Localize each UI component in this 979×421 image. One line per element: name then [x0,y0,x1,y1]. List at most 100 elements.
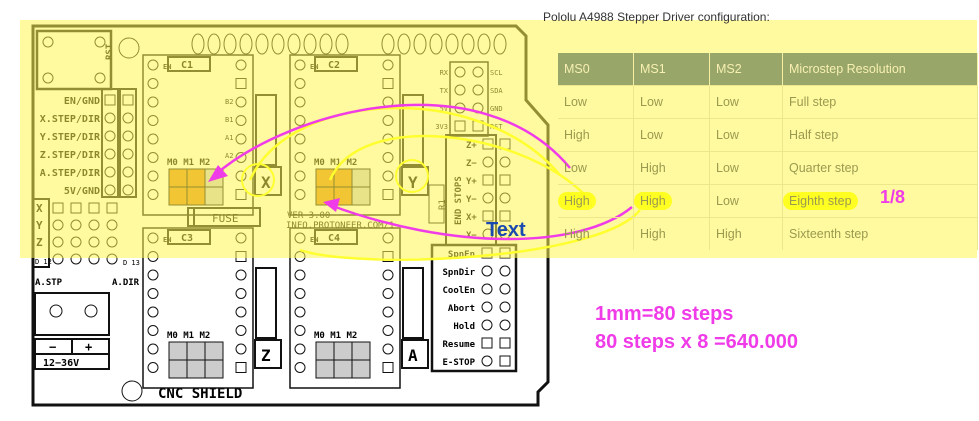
cell-text: High [634,192,672,210]
cell-text: Low [716,128,739,142]
axis-row-label: Y [36,219,43,232]
left-pin-label: EN/GND [64,96,100,107]
cell-text: Full step [789,95,837,109]
i2c-right-label: SCL [490,69,503,77]
cell-text: Low [564,161,587,175]
en-label: EN [310,236,318,244]
r1-label: R1 [438,199,448,210]
fuse-label: FUSE [212,212,239,225]
table-cell: High [558,217,634,250]
header-resolution: Microstep Resolution [782,53,978,86]
cap-label: C1 [181,60,193,71]
axis-label: A [408,346,418,365]
table-row: High Low Low Half step [558,118,978,152]
cell-text: Low [640,128,663,142]
table-cell: Quarter step [782,151,978,185]
en-label: EN [163,236,171,244]
control-pin-label: Resume [442,340,475,350]
cap-label: C4 [328,233,340,244]
cell-text: Low [716,161,739,175]
table-cell: Low [709,85,783,119]
table-cell: Low [558,151,634,185]
jumper-label: M0 M1 M2 [167,331,210,341]
table-cell: Half step [782,118,978,152]
calc-line-2: 80 steps x 8 =640.000 [595,331,798,353]
url-label: INFO.PROTONEER.COM/1 [286,221,394,231]
text-annotation: Text [486,219,526,241]
cell-text: High [564,128,590,142]
c1-side-label: A2 [225,152,233,160]
table-row: High High Low Eighth step [558,184,978,218]
c1-side-label: A1 [225,134,233,142]
left-pin-label: Y.STEP/DIR [40,132,101,143]
jumper-label: M0 M1 M2 [314,158,357,168]
mount-hole [121,380,143,402]
table-cell: High [633,217,710,250]
left-pin-label: Z.STEP/DIR [40,150,101,161]
cell-text: Low [564,95,587,109]
control-pin-label: SpnDir [442,267,475,278]
fraction-annotation: 1/8 [880,187,906,207]
cell-text: High [558,192,596,210]
end-stop-label: Y− [466,195,477,205]
table-cell: High [709,217,783,250]
cell-text: High [640,227,666,241]
cell-text: Eighth step [783,192,858,210]
table-row: Low High Low Quarter step [558,151,978,185]
cell-text: High [716,227,742,241]
cell-text: High [640,161,666,175]
en-label: EN [163,63,171,71]
cap-label: C3 [181,233,193,244]
table-cell: Sixteenth step [782,217,978,250]
axis-label: Z [261,346,271,365]
c1-side-label: B1 [225,116,233,124]
cell-text: Low [716,194,739,208]
a-dir-label: A.DIR [112,278,140,288]
header-ms1: MS1 [633,53,710,86]
end-stops-title: END STOPS [454,176,464,225]
table-row: Low Low Low Full step [558,85,978,119]
a-stp-label: A.STP [35,278,63,288]
end-stop-label: X+ [466,213,477,223]
jumper-label: M0 M1 M2 [167,158,210,168]
i2c-right-label: SDA [490,87,503,95]
cnc-shield-diagram: RST EN/GND X.STEP/DIR Y.STEP/DIR Z.STEP/DIR… [31,24,550,407]
cell-text: Half step [789,128,839,142]
control-pin-label: CoolEn [442,286,475,296]
config-title: Pololu A4988 Stepper Driver configuratio… [543,10,770,24]
i2c-left-label: TX [440,87,449,95]
jumper-label: M0 M1 M2 [314,331,357,341]
i2c-left-label: 3V3 [435,123,448,131]
control-pin-label: Abort [448,304,475,314]
table-cell: High [633,151,710,185]
power-plus: + [85,340,92,354]
table-cell: Low [558,85,634,119]
i2c-right-label: RST [490,123,503,131]
board-name: CNC SHIELD [158,386,242,402]
control-pin-label: SpnEn [448,250,475,260]
table-row: High High High Sixteenth step [558,217,978,250]
table-cell: Low [633,118,710,152]
cell-text: High [564,227,590,241]
power-terminal [34,292,110,336]
left-pin-label: 5V/GND [64,186,100,197]
cell-text: Quarter step [789,161,859,175]
driver-a: EN C4 M0 M1 M2 A [289,227,429,389]
end-stop-label: X− [466,231,477,241]
header-ms0: MS0 [558,53,634,86]
table-cell: High [558,118,634,152]
i2c-left-label: 5V [440,105,449,113]
i2c-right-label: GND [490,105,503,113]
table-cell: Low [709,151,783,185]
left-pin-label: A.STEP/DIR [40,168,101,179]
table-cell: Low [709,184,783,218]
axis-label: X [261,173,271,192]
table-cell: Low [633,85,710,119]
table-cell: Eighth step [782,184,978,218]
cell-text: Low [716,95,739,109]
power-range: 12−36V [43,358,79,369]
end-stop-label: Z+ [466,141,477,151]
left-pin-label: X.STEP/DIR [40,114,101,125]
end-stop-label: Y+ [466,177,477,187]
table-cell: High [633,184,710,218]
